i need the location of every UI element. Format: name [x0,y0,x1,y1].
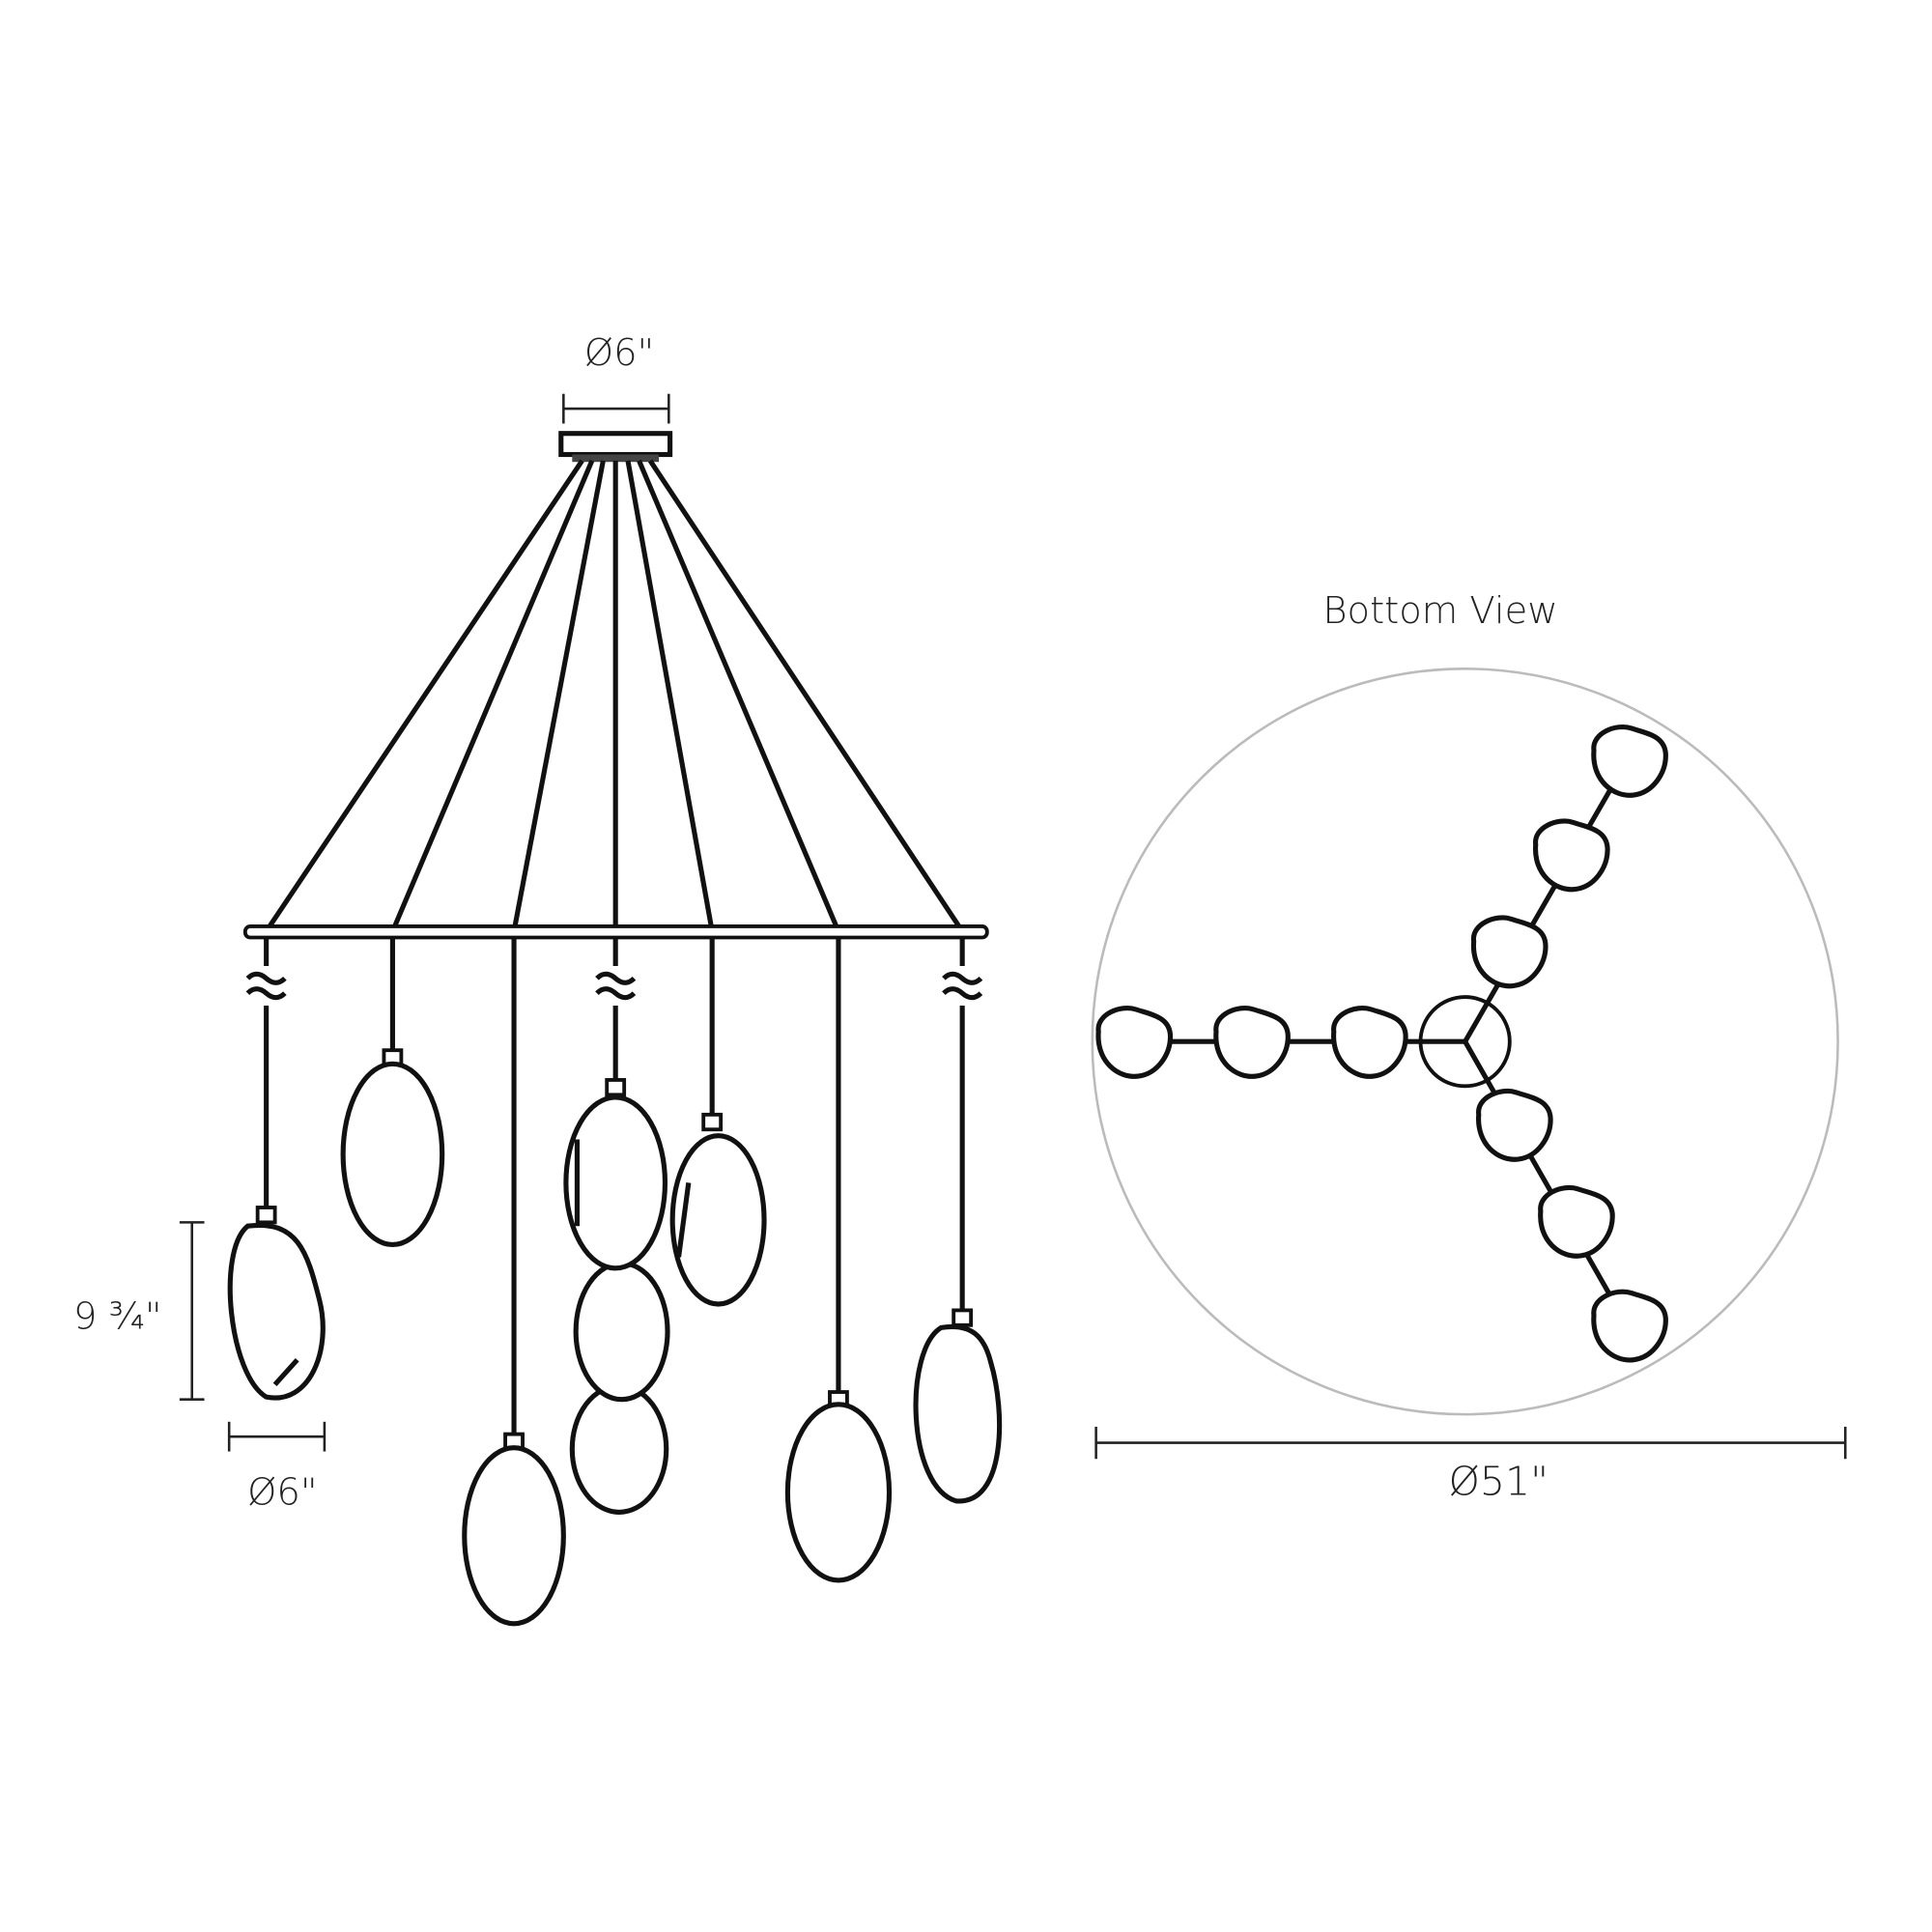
shade-diameter-dimension-line [227,1421,327,1452]
pendant [227,937,326,1401]
pendant [669,937,767,1307]
break-symbol [245,971,287,1001]
overall-diameter-dimension-line [1094,1426,1847,1460]
pendant [340,937,445,1248]
break-symbol [595,971,637,1001]
overall-outline-circle [1091,668,1839,1416]
arms [1133,756,1632,1329]
pendant [563,937,670,1515]
shade-height-dimension-line [179,1221,205,1402]
pendant [462,937,566,1627]
shade-height-label: 9 ¾" [73,1295,162,1339]
canopy-base [572,454,660,463]
overall-diameter-label: Ø51" [1449,1458,1548,1504]
side-view: Ø6" [73,331,1003,1627]
pendants [227,937,1003,1627]
canopy [558,431,673,458]
canopy-dimension-line [562,393,670,424]
pendant [913,937,1003,1504]
bottom-view-title: Bottom View [1322,589,1557,633]
pendant [784,937,893,1583]
bottom-view: Bottom View Ø51" [1091,589,1847,1504]
canopy-diameter-label: Ø6" [584,331,654,375]
shade-diameter-label: Ø6" [247,1471,317,1515]
ring-bar [242,924,989,940]
support-cables [264,459,965,933]
break-symbol [942,971,983,1001]
canopy-hub [1418,995,1512,1089]
